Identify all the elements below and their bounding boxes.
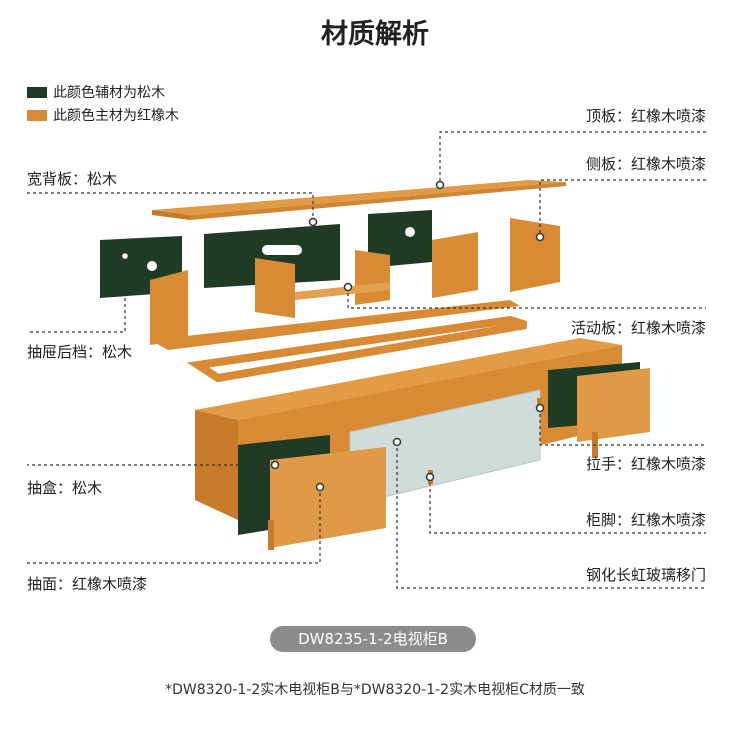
back-board-right bbox=[368, 210, 432, 268]
red-oak-swatch bbox=[27, 109, 47, 121]
page-title: 材质解析 bbox=[321, 19, 429, 50]
drawer-front-right bbox=[577, 368, 650, 442]
drawer-front-left bbox=[270, 447, 386, 548]
label-glass-door: 钢化长虹玻璃移门 bbox=[585, 566, 706, 584]
back-board-middle bbox=[204, 224, 340, 288]
legend-label: 此颜色辅材为松木 bbox=[53, 85, 165, 101]
label-handle: 拉手：红橡木喷漆 bbox=[585, 455, 706, 473]
drawer-back-frame bbox=[186, 315, 528, 383]
label-drawer-back: 抽屉后档：松木 bbox=[27, 343, 133, 361]
side-board-right bbox=[510, 218, 560, 292]
callout-dots bbox=[120, 180, 545, 492]
label-legs: 柜脚：红橡木喷漆 bbox=[585, 511, 706, 529]
label-drawer-front: 抽面：红橡木喷漆 bbox=[27, 575, 148, 593]
label-side-board: 侧板：红橡木喷漆 bbox=[585, 155, 706, 173]
label-top-board: 顶板：红橡木喷漆 bbox=[585, 107, 706, 125]
pine-swatch bbox=[27, 86, 47, 98]
footnote: *DW8320-1-2实木电视柜B与*DW8320-1-2实木电视柜C材质一致 bbox=[165, 682, 585, 698]
callout-lines bbox=[27, 131, 706, 589]
label-back-board: 宽背板：松木 bbox=[27, 170, 118, 188]
lower-shelf-frame bbox=[150, 300, 520, 350]
label-movable-board: 活动板：红橡木喷漆 bbox=[570, 319, 706, 337]
cabinet-side bbox=[195, 410, 238, 520]
legend-pine: 此颜色辅材为松木 bbox=[27, 82, 165, 102]
top-board bbox=[152, 180, 566, 215]
legend-red-oak: 此颜色主材为红橡木 bbox=[27, 105, 179, 125]
cabinet-top bbox=[195, 338, 622, 420]
legend-label: 此颜色主材为红橡木 bbox=[53, 108, 179, 124]
movable-board bbox=[295, 282, 390, 300]
model-badge: DW8235-1-2电视柜B bbox=[270, 626, 476, 652]
label-drawer-box: 抽盒：松木 bbox=[27, 479, 103, 497]
